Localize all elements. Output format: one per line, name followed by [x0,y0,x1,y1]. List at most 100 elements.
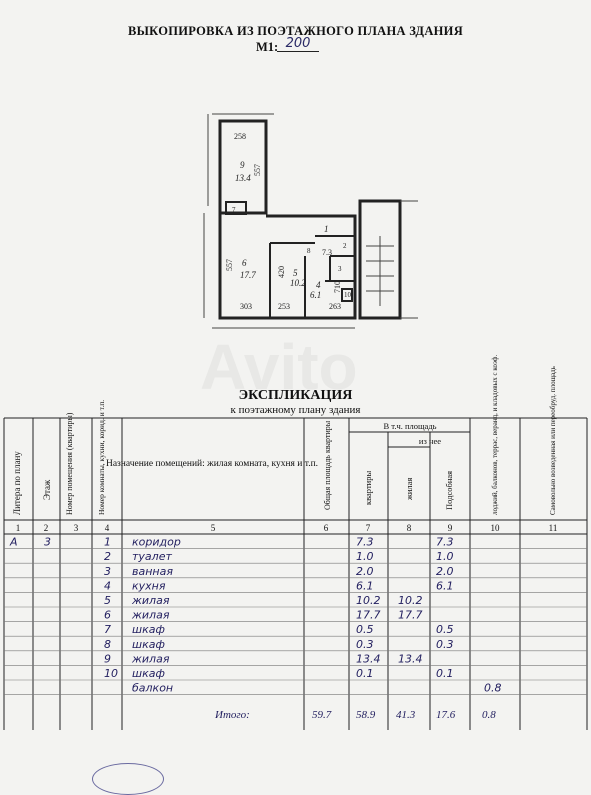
row-aux: 1.0 [436,550,454,563]
row-aux: 0.3 [436,638,454,651]
room-5-area: 10.2 [290,278,306,288]
row-no: 2 [104,550,111,563]
explication-table: Литера по плану Этаж Номер помещения (кв… [3,355,588,730]
room-label: 10 [344,291,352,299]
col-number: 11 [549,523,558,533]
total-loggia: 0.8 [482,709,496,721]
row-no: 6 [104,609,111,622]
room-4-area: 6.1 [310,290,321,300]
col-header-apt-no: Номер помещения (квартиры) [65,412,74,515]
row-aux: 7.3 [436,536,454,549]
row-aux: 6.1 [436,579,454,592]
floor-plan: 258 557 557 303 253 263 420 710 7.3 9 13… [203,113,418,329]
row-apt: 6.1 [356,579,374,592]
col-number: 8 [407,523,412,533]
total-overall: 59.7 [312,709,332,721]
col-number: 6 [324,523,329,533]
col-header-litera: Литера по плану [12,451,22,515]
col-header-aux: Подсобная [444,471,454,510]
row-name: жилая [131,652,170,665]
total-label: Итого: [214,709,250,721]
row-name: жилая [131,609,170,622]
row-no: 4 [104,579,111,592]
scale-label: М1: [256,40,279,54]
row-no: 9 [104,652,111,665]
row-living: 17.7 [398,609,423,622]
row-name: шкаф [132,623,165,636]
row-apt: 1.0 [356,550,374,563]
col-header-of-which: из нее [419,436,441,446]
col-header-loggia: лоджий, балконов, террас, веранд, и клад… [491,355,499,515]
row-aux: 0.5 [436,623,454,636]
row-name: кухня [132,579,166,592]
row-apt: 10.2 [356,594,381,607]
col-header-floor: Этаж [42,479,52,500]
col-number: 5 [211,523,216,533]
plan-dim: 258 [234,132,246,141]
room-label: 2 [343,242,347,250]
plan-dim: 557 [225,259,234,271]
plan-dim: 7.3 [322,248,332,257]
col-header-name: Назначение помещений: жилая комната, кух… [106,458,318,469]
row-apt: 0.5 [356,623,374,636]
plan-dim: 420 [277,266,286,278]
room-9-area: 13.4 [235,173,251,183]
explication-title: ЭКСПЛИКАЦИЯ [238,388,353,403]
row-living: 10.2 [398,594,423,607]
total-apartment: 58.9 [356,709,376,721]
col-header-incl: В т.ч. площадь [383,421,436,431]
row-aux: 2.0 [436,565,454,578]
total-aux: 17.6 [436,709,456,721]
room-9-number: 9 [240,160,245,170]
plan-dim: 263 [329,302,341,311]
row-apt: 0.1 [356,667,374,680]
row-name: жилая [131,594,170,607]
col-number: 4 [105,523,110,533]
room-6-number: 6 [242,258,247,268]
plan-dim: 303 [240,302,252,311]
row-apt: 13.4 [356,652,381,665]
document-title: ВЫКОПИРОВКА ИЗ ПОЭТАЖНОГО ПЛАНА ЗДАНИЯ [127,24,464,38]
plan-dim: 253 [278,302,290,311]
row-no: 8 [104,638,111,651]
row-apt: 7.3 [356,536,374,549]
row-floor: 3 [44,536,51,549]
col-header-illegal: Самовольно возведенная или переобруд. пл… [549,366,557,515]
watermark: Avito [200,331,358,403]
col-header-apartment: квартиры [363,471,373,505]
plan-dim: 557 [253,164,262,176]
row-name: балкон [132,682,173,695]
scale-value: 200 [277,36,319,52]
apartment-outline [218,213,357,320]
plan-dim: 710 [333,281,342,293]
row-no: 5 [104,594,111,607]
row-apt: 17.7 [356,609,381,622]
row-name: туалет [132,550,172,563]
room-5-number: 5 [293,268,298,278]
col-number: 7 [366,523,371,533]
stamp [92,763,164,795]
room-1-number: 1 [324,224,329,234]
row-loggia: 0.8 [484,682,502,695]
row-no: 10 [104,667,118,680]
row-name: шкаф [132,667,165,680]
room-4-number: 4 [316,280,321,290]
room-label: 7 [232,206,236,214]
col-header-total: Общая площадь квартиры [323,420,332,510]
row-aux: 0.1 [436,667,454,680]
row-no: 1 [104,536,111,549]
col-number: 3 [74,523,79,533]
col-number: 2 [44,523,49,533]
row-apt: 2.0 [356,565,374,578]
col-header-room-no: Номер комнаты, кухни, корид. и т.п. [97,400,106,515]
stair-outline [358,199,402,320]
row-no: 3 [104,565,111,578]
room-label: 8 [307,247,311,255]
row-no: 7 [104,623,111,636]
total-living: 41.3 [396,709,416,721]
row-living: 13.4 [398,652,423,665]
col-number: 1 [16,523,21,533]
row-litera: А [9,536,18,549]
room-label: 3 [338,265,342,273]
col-number: 10 [491,523,501,533]
